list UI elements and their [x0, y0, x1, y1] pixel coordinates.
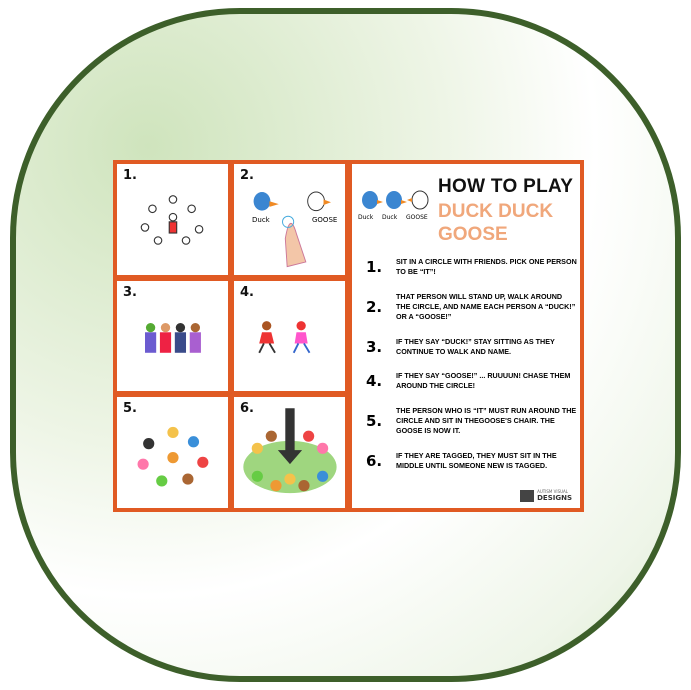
- cell-number: 5.: [123, 401, 137, 416]
- step-2: 2. That person will stand up, walk around…: [366, 292, 578, 322]
- logo-bottom: DESIGNS: [537, 494, 572, 502]
- step-6: 6. If they are tagged, they must sit in t…: [366, 451, 578, 471]
- step-5: 5. The person who is “IT” must run around…: [366, 406, 578, 436]
- icon-label: Duck: [358, 214, 374, 221]
- poster: 1. 2. Duck GOOSE 3. 4. 5.: [113, 160, 584, 512]
- duck-goose-tap-illustration: [253, 191, 332, 268]
- people-circle-illustration: [140, 195, 204, 245]
- kids-center-arrow-illustration: [243, 408, 337, 494]
- cell-number: 2.: [240, 168, 254, 183]
- logo-icon: [520, 489, 535, 502]
- cell-1: 1.: [113, 160, 232, 279]
- step-number: 2.: [366, 297, 383, 316]
- step-text: That person will stand up, walk around t…: [396, 291, 576, 321]
- step-number: 3.: [366, 337, 383, 356]
- duck-label: Duck: [252, 216, 270, 224]
- cell-number: 1.: [123, 168, 137, 183]
- step-number: 6.: [366, 451, 383, 470]
- step-text: Sit in a circle with friends. Pick one p…: [396, 257, 577, 277]
- step-text: If they say “GOOSE!” ... RUUUUN! Chase t…: [396, 371, 571, 391]
- icon-label: GOOSE: [406, 214, 428, 221]
- cell-4: 4.: [230, 277, 349, 395]
- step-text: If they say “DUCK!” stay sitting as they…: [396, 336, 555, 356]
- step-text: The person who is “IT” must run around t…: [396, 405, 577, 435]
- step-number: 5.: [366, 411, 383, 430]
- duck-goose-icons: [362, 190, 429, 210]
- step-3: 3. If they say “DUCK!” stay sitting as th…: [366, 337, 578, 357]
- cell-6: 6.: [230, 393, 349, 512]
- title-how-to-play: HOW TO PLAY: [438, 176, 574, 197]
- step-text: If they are tagged, they must sit in the…: [396, 450, 557, 470]
- cell-number: 4.: [240, 285, 254, 300]
- people-sitting-illustration: [145, 322, 201, 353]
- cell-2: 2. Duck GOOSE: [230, 160, 349, 279]
- step-4: 4. If they say “GOOSE!” ... RUUUUN! Chase…: [366, 371, 578, 391]
- step-1: 1. Sit in a circle with friends. Pick one…: [366, 257, 578, 277]
- step-number: 1.: [366, 258, 383, 277]
- icon-label: Duck: [382, 214, 398, 221]
- instructions-panel: Duck Duck GOOSE HOW TO PLAY DUCK DUCK GO…: [348, 160, 584, 512]
- kids-running-illustration: [258, 321, 311, 354]
- logo-top: AUTISM VISUAL: [537, 489, 569, 494]
- kids-circle-illustration: [137, 426, 209, 487]
- title-game-name: DUCK DUCK GOOSE: [438, 201, 554, 245]
- goose-label: GOOSE: [312, 216, 338, 224]
- cell-number: 6.: [240, 401, 254, 416]
- cell-3: 3.: [113, 277, 232, 395]
- cell-number: 3.: [123, 285, 137, 300]
- steps-list: 1. Sit in a circle with friends. Pick one…: [366, 250, 578, 478]
- step-number: 4.: [366, 372, 383, 391]
- cell-5: 5.: [113, 393, 232, 512]
